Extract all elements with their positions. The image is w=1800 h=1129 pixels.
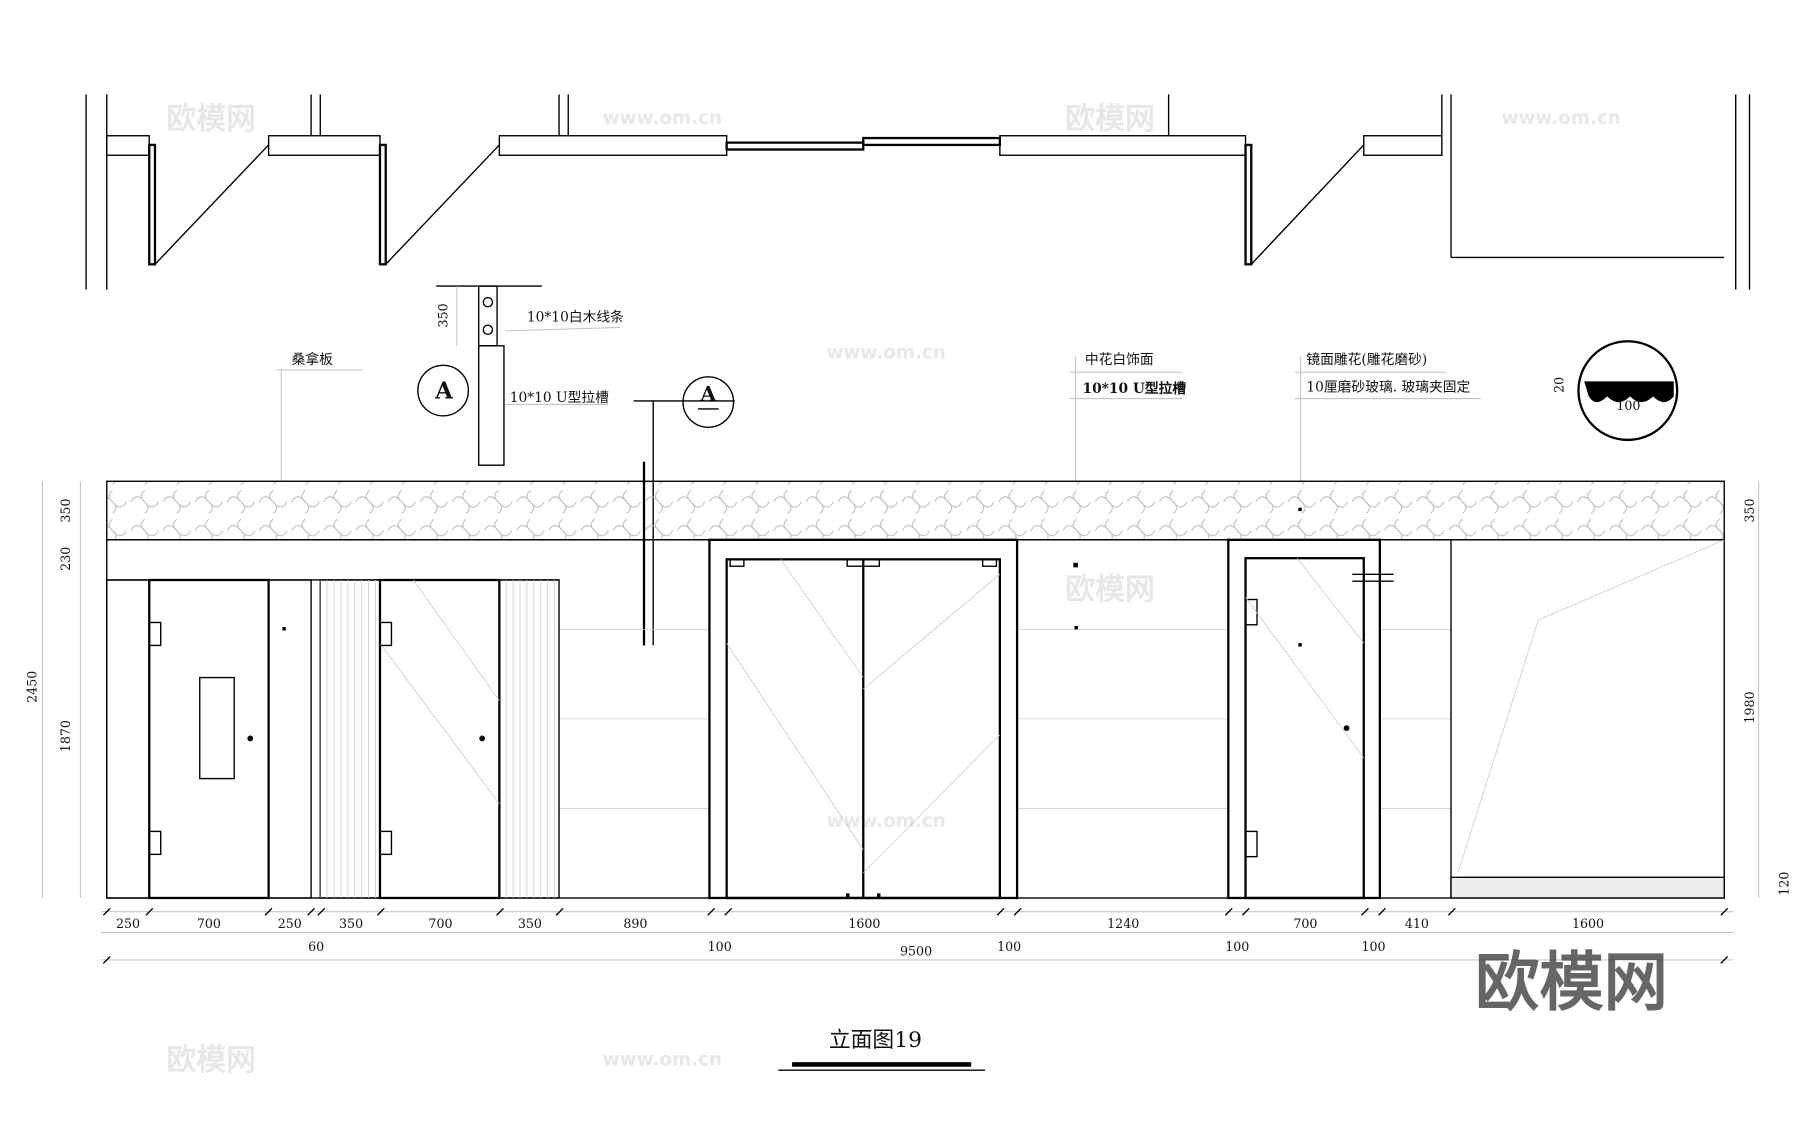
left-dimensions: 350 230 2450 1870 <box>25 481 81 898</box>
bottom-dimensions: 9500 250 700 250 60 350 700 350 890 100 1600 100 12… <box>101 907 1734 964</box>
annotations: 桑拿板 中花白饰面 10*10 U型拉槽 镜面雕花(雕花磨砂) 10厘磨砂玻璃.… <box>275 340 1679 482</box>
section-marker-a-label: A <box>434 378 454 405</box>
bottom-dim-label: 1240 <box>1107 916 1139 931</box>
bottom-dim-label: 890 <box>623 916 647 931</box>
bottom-dim-label: 350 <box>339 916 363 931</box>
glass-double-door <box>708 538 1019 900</box>
bottom-dim-label: 100 <box>1225 939 1249 954</box>
section-marker-a-cut <box>682 376 735 429</box>
right-dim-1980: 1980 <box>1742 691 1757 723</box>
sauna-board-label: 桑拿板 <box>292 351 334 368</box>
dim-tick <box>1720 956 1729 964</box>
dim-tick <box>1720 907 1729 916</box>
dim-tick <box>307 907 316 916</box>
section-dim-label: 350 <box>436 303 451 327</box>
watermark-url: www.om.cn <box>827 342 946 363</box>
section-detail: 350 10*10白木线条 10*10 U型拉槽 A A <box>417 285 735 646</box>
marble-face-label: 中花白饰面 <box>1085 352 1154 368</box>
mirror-carving-label: 镜面雕花(雕花磨砂) <box>1306 352 1427 368</box>
bottom-dim-label: 250 <box>278 916 302 931</box>
dim-tick <box>1241 907 1250 916</box>
watermark-logo: 欧模网 <box>1065 102 1154 137</box>
u-groove-right-label: 10*10 U型拉槽 <box>1083 380 1187 397</box>
dim-tick <box>102 956 111 964</box>
bottom-dim-label: 250 <box>116 916 140 931</box>
right-dimensions: 350 1980 120 <box>1742 481 1792 898</box>
left-dim-350: 350 <box>58 499 73 523</box>
dim-tick <box>264 907 273 916</box>
frosted-glass-label: 10厘磨砂玻璃. 玻璃夹固定 <box>1306 379 1470 396</box>
watermarks: 欧模网 www.om.cn 欧模网 欧模网 www.om.cn www.om.c… <box>166 102 1667 1078</box>
watermark-url: www.om.cn <box>603 108 722 129</box>
right-dim-350: 350 <box>1742 499 1757 523</box>
bottom-dim-label: 700 <box>428 916 452 931</box>
door-2 <box>319 578 560 900</box>
section-marker-a-cut-label: A <box>699 382 717 406</box>
left-dim-2450: 2450 <box>25 671 40 703</box>
dim-tick <box>102 907 111 916</box>
dim-tick <box>376 907 385 916</box>
watermark-url: www.om.cn <box>827 811 946 832</box>
watermark-logo: 欧模网 <box>1065 573 1154 608</box>
bottom-dim-label: 100 <box>708 939 732 954</box>
watermark-logo: 欧模网 <box>166 102 255 137</box>
dim-tick <box>1224 907 1233 916</box>
bottom-dim-label: 100 <box>1361 939 1385 954</box>
white-wood-strip-label: 10*10白木线条 <box>527 309 624 326</box>
bottom-dim-label: 100 <box>997 939 1021 954</box>
floor-strip <box>1450 876 1725 899</box>
dim-tick <box>145 907 154 916</box>
dim-tick <box>996 907 1005 916</box>
watermark-url: www.om.cn <box>1502 108 1621 129</box>
detail-width-label: 100 <box>1616 398 1640 413</box>
dim-tick <box>555 907 564 916</box>
detail-height-label: 20 <box>1552 377 1567 393</box>
marble-ornament-band <box>106 480 1725 541</box>
bottom-dim-label: 350 <box>518 916 542 931</box>
watermark-logo: 欧模网 <box>166 1043 255 1078</box>
bottom-dim-label: 1600 <box>1572 916 1604 931</box>
right-dim-120: 120 <box>1777 872 1792 896</box>
left-dim-230: 230 <box>58 547 73 571</box>
section-marker-a <box>417 364 470 417</box>
detail-circle <box>1577 340 1679 442</box>
dim-tick <box>496 907 504 916</box>
dim-tick <box>1378 907 1386 916</box>
dim-tick <box>1447 907 1456 916</box>
drawing-title: 立面图19 <box>829 1028 922 1053</box>
dim-tick <box>707 907 716 916</box>
u-groove-left-label: 10*10 U型拉槽 <box>510 390 609 406</box>
bottom-dim-label: 410 <box>1405 916 1429 931</box>
plan-view <box>85 94 1751 290</box>
frosted-glass-door <box>1227 507 1394 900</box>
dim-tick <box>724 907 733 916</box>
dim-tick <box>1361 907 1369 916</box>
bottom-dim-label: 1600 <box>848 916 880 931</box>
watermark-url: www.om.cn <box>603 1050 722 1071</box>
dim-tick <box>1013 907 1022 916</box>
bottom-dim-label: 700 <box>197 916 221 931</box>
total-dim-label: 9500 <box>900 943 932 958</box>
bottom-dim-label: 700 <box>1293 916 1317 931</box>
left-dim-1870: 1870 <box>58 720 73 752</box>
elevation <box>106 480 1725 900</box>
watermark-logo: 欧模网 <box>1475 946 1668 1021</box>
dim-tick <box>317 907 326 916</box>
bottom-dim-label: 60 <box>308 939 324 954</box>
sauna-door-1 <box>106 578 312 900</box>
